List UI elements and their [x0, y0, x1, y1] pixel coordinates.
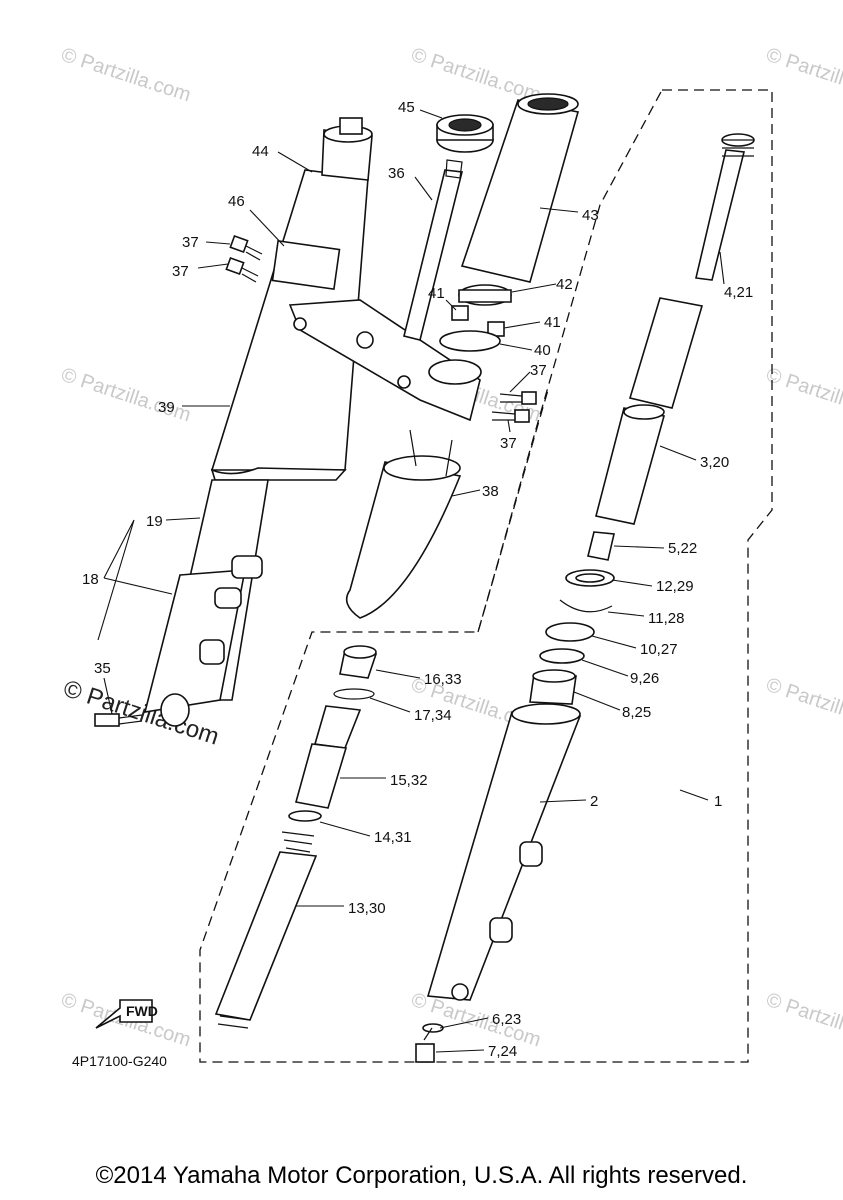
- callout-label: 2: [590, 793, 598, 810]
- watermark: © Partzilla.com: [763, 989, 843, 1052]
- callout-label: 37: [500, 435, 517, 452]
- fork-exploded-diagram: © Partzilla.com © Partzilla.com © Partzi…: [58, 44, 843, 1069]
- copyright-notice: ©2014 Yamaha Motor Corporation, U.S.A. A…: [95, 1162, 748, 1189]
- callout-label: 14,31: [374, 829, 412, 846]
- callout-label: 36: [388, 165, 405, 182]
- callout-label: 6,23: [492, 1011, 521, 1028]
- callout-label: 8,25: [622, 704, 651, 721]
- bolts-37-upper: [225, 234, 263, 283]
- callout-label: 42: [556, 276, 573, 293]
- callout-label: 38: [482, 483, 499, 500]
- lower-bracket: [288, 299, 482, 422]
- callout-label: 17,34: [414, 707, 452, 724]
- callout-label: 40: [534, 342, 551, 359]
- callout-label: 39: [158, 399, 175, 416]
- watermark: © Partzilla.com: [58, 44, 193, 107]
- callout-label: 5,22: [668, 540, 697, 557]
- callout-label: 16,33: [424, 671, 462, 688]
- watermark: © Partzilla.com: [763, 674, 843, 737]
- fork-slider: [426, 703, 582, 1001]
- cover-38: [345, 429, 462, 619]
- callout-label: 46: [228, 193, 245, 210]
- fwd-arrow-icon: FWD: [95, 999, 158, 1029]
- callout-label: 45: [398, 99, 415, 116]
- parts-40-42: [439, 284, 512, 352]
- callout-label: 7,24: [488, 1043, 517, 1060]
- cylinder-parts: [214, 645, 378, 1029]
- seal-stack: [529, 531, 615, 705]
- damper-rod: [695, 133, 755, 281]
- callout-label: 35: [94, 660, 111, 677]
- callout-label: 11,28: [648, 610, 684, 627]
- watermark: © Partzilla.com: [408, 44, 543, 107]
- diagram-code: 4P17100-G240: [72, 1053, 167, 1069]
- bolt-7: [415, 1023, 444, 1063]
- cap-45: [436, 114, 494, 153]
- callout-label: 19: [146, 513, 163, 530]
- bolts-37-lower: [491, 391, 537, 423]
- callout-label: 13,30: [348, 900, 386, 917]
- watermark: © Partzilla.com: [763, 44, 843, 107]
- leader-lines: [97, 109, 725, 1053]
- callout-label: 43: [582, 207, 599, 224]
- callout-label: 37: [530, 362, 547, 379]
- callout-labels: 45 44 36 43 46 37 37 42 41 41 40 37 37 3…: [82, 99, 753, 1060]
- assembly-outline: [199, 89, 773, 1063]
- callout-label: 12,29: [656, 578, 694, 595]
- callout-label: 3,20: [700, 454, 729, 471]
- callout-label: 18: [82, 571, 99, 588]
- callout-label: 37: [182, 234, 199, 251]
- outer-tube: [210, 117, 373, 481]
- fwd-label: FWD: [126, 1003, 158, 1019]
- watermark: © Partzilla.com: [58, 364, 193, 427]
- callout-label: 15,32: [390, 772, 428, 789]
- spacer-tubes: [595, 297, 704, 525]
- shaft-36: [403, 159, 463, 341]
- callout-label: 44: [252, 143, 269, 160]
- watermark: © Partzilla.com: [763, 364, 843, 427]
- callout-label: 4,21: [724, 284, 753, 301]
- cover-43: [460, 93, 580, 283]
- callout-label: 41: [428, 285, 445, 302]
- bolt-35: [94, 713, 143, 727]
- callout-label: 9,26: [630, 670, 659, 687]
- callout-label: 41: [544, 314, 561, 331]
- inner-tube: [143, 479, 269, 727]
- callout-label: 10,27: [640, 641, 678, 658]
- callout-label: 37: [172, 263, 189, 280]
- callout-label: 1: [714, 793, 722, 810]
